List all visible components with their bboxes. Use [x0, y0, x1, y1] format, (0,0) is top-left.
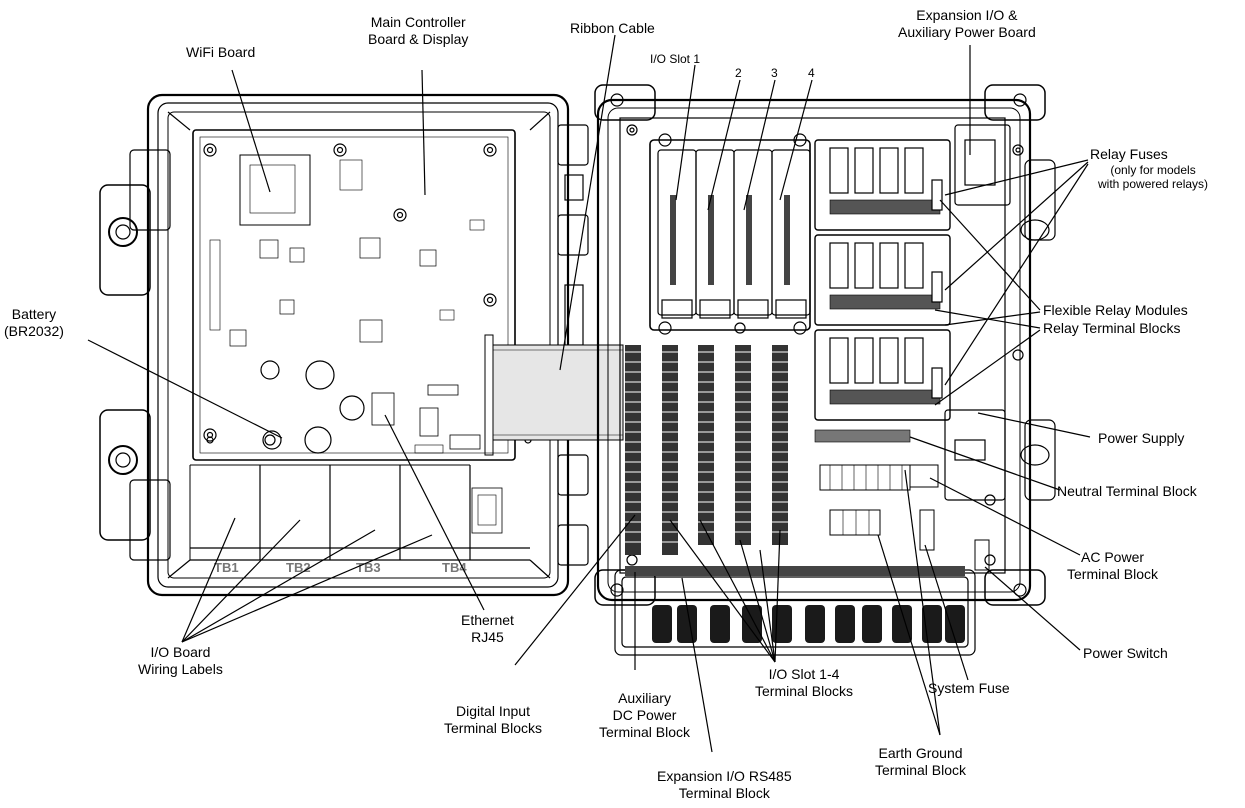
ribbon-cable-drawing — [492, 344, 624, 441]
tb2-mark: TB2 — [286, 560, 311, 575]
label-battery: Battery (BR2032) — [4, 306, 64, 339]
tb4-mark: TB4 — [442, 560, 467, 575]
label-flexible-relay-modules: Flexible Relay Modules — [1043, 302, 1188, 318]
label-io-slot-terminal-blocks: I/O Slot 1-4 Terminal Blocks — [755, 666, 854, 699]
label-slot-3: 3 — [771, 66, 778, 80]
tb3-mark: TB3 — [356, 560, 381, 575]
leader-lines — [87, 34, 1091, 753]
label-io-board-wiring-labels: I/O Board Wiring Labels — [138, 644, 223, 677]
label-expansion-power-board: Expansion I/O & Auxiliary Power Board — [898, 7, 1036, 40]
label-neutral-terminal-block: Neutral Terminal Block — [1057, 483, 1197, 499]
power-terminal-blocks — [814, 429, 990, 571]
cable-glands — [614, 566, 976, 656]
label-wifi-board: WiFi Board — [186, 44, 256, 60]
tb-markings: TB1 TB2 TB3 TB4 — [214, 560, 467, 575]
label-auxiliary-dc-power: Auxiliary DC Power Terminal Block — [599, 690, 691, 740]
label-power-switch: Power Switch — [1083, 645, 1168, 661]
label-slot-2: 2 — [735, 66, 742, 80]
label-power-supply: Power Supply — [1098, 430, 1185, 446]
label-expansion-rs485: Expansion I/O RS485 Terminal Block — [657, 768, 792, 801]
label-earth-ground: Earth Ground Terminal Block — [875, 745, 967, 778]
label-relay-terminal-blocks: Relay Terminal Blocks — [1043, 320, 1181, 336]
label-relay-fuses-note: (only for models with powered relays) — [1098, 163, 1209, 191]
label-ac-power-terminal-block: AC Power Terminal Block — [1067, 549, 1159, 582]
label-ethernet: Ethernet RJ45 — [461, 612, 514, 645]
tb1-mark: TB1 — [214, 560, 239, 575]
label-digital-input-terminal-blocks: Digital Input Terminal Blocks — [444, 703, 543, 736]
relay-modules — [814, 139, 951, 421]
label-main-controller: Main Controller Board & Display — [368, 14, 469, 47]
label-slot-4: 4 — [808, 66, 815, 80]
io-terminal-blocks — [625, 345, 788, 555]
terminal-stripes — [625, 351, 788, 543]
label-system-fuse: System Fuse — [928, 680, 1010, 696]
io-card-slots — [649, 133, 811, 335]
label-ribbon-cable: Ribbon Cable — [570, 20, 655, 36]
power-boards — [944, 124, 1011, 501]
label-relay-fuses: Relay Fuses — [1090, 146, 1168, 162]
label-io-slot-1: I/O Slot 1 — [650, 52, 701, 66]
